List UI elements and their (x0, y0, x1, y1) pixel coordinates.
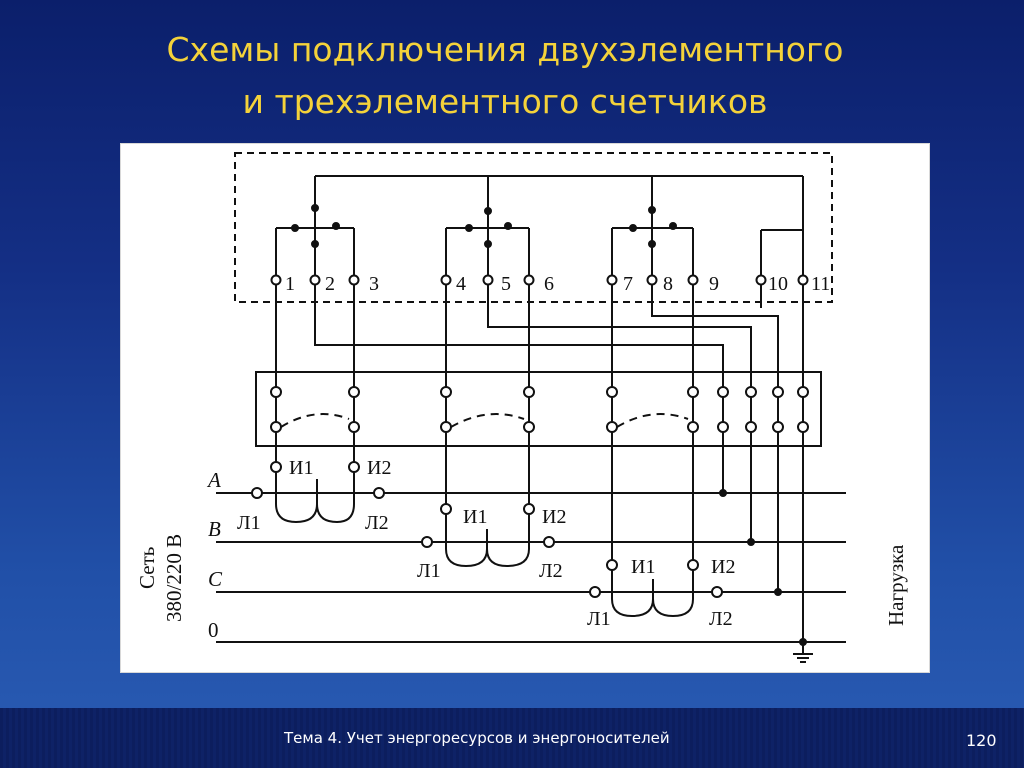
terminal-labels: 1 2 3 4 5 6 7 8 9 10 11 (285, 273, 830, 295)
terminal-7 (606, 274, 618, 286)
terminal-1 (270, 274, 282, 286)
terminal-11 (797, 274, 809, 286)
terminal-4 (440, 274, 452, 286)
ct2-secondary-in-label: И1 (463, 506, 487, 528)
side-labels: Сеть 380/220 В Нагрузка (135, 534, 908, 626)
phase-lines (216, 492, 846, 643)
network-label: Сеть (135, 547, 159, 589)
ct3-primary-out-label: Л2 (709, 608, 733, 630)
footer-bar (0, 708, 1024, 768)
phase-c-label: C (208, 567, 223, 591)
current-transformer-1 (251, 461, 385, 524)
ct-labels: И1 И2 Л1 Л2 И1 И2 Л1 Л2 И1 И2 Л1 Л2 (237, 457, 735, 630)
ct1-primary-out-label: Л2 (365, 512, 389, 534)
footer-topic: Тема 4. Учет энергоресурсов и энергоноси… (284, 729, 670, 747)
wiring-diagram: 1 2 3 4 5 6 7 8 9 10 11 (135, 152, 908, 663)
terminal-label: 4 (456, 273, 466, 295)
title-line-2: и трехэлементного счетчиков (242, 82, 768, 121)
neutral-label: 0 (208, 618, 219, 642)
terminal-5 (482, 274, 494, 286)
phase-a-label: A (206, 468, 221, 492)
terminal-label: 3 (369, 273, 379, 295)
terminal-10-bridge (760, 229, 803, 276)
phase-labels: A B C 0 (206, 468, 223, 642)
terminal-label: 6 (544, 273, 554, 295)
ct1-secondary-in-label: И1 (289, 457, 313, 479)
meter-element-1 (275, 222, 355, 276)
terminal-8 (646, 274, 658, 286)
phase-b-label: B (208, 517, 221, 541)
terminal-label: 10 (768, 273, 788, 295)
page-number: 120 (966, 731, 997, 750)
meter-element-3 (611, 222, 694, 276)
terminal-label: 2 (325, 273, 335, 295)
terminal-3 (348, 274, 360, 286)
current-transformer-3 (589, 559, 723, 618)
meter-wiring (275, 285, 804, 387)
terminal-10 (755, 274, 767, 286)
terminal-9 (687, 274, 699, 286)
meter-element-2 (445, 222, 530, 276)
load-label: Нагрузка (884, 544, 908, 626)
terminal-block (270, 274, 809, 286)
terminal-2 (309, 274, 321, 286)
terminal-label: 1 (285, 273, 295, 295)
current-transformer-2 (421, 503, 555, 568)
terminal-label: 5 (501, 273, 511, 295)
ct2-primary-in-label: Л1 (417, 560, 441, 582)
terminal-label: 8 (663, 273, 673, 295)
terminal-6 (523, 274, 535, 286)
ground-icon (793, 642, 813, 663)
wiring-diagram-panel: 1 2 3 4 5 6 7 8 9 10 11 (120, 143, 930, 673)
meter-outline (234, 152, 833, 303)
ct1-secondary-out-label: И2 (367, 457, 391, 479)
test-terminal-block (255, 371, 822, 447)
ct3-primary-in-label: Л1 (587, 608, 611, 630)
title-line-1: Схемы подключения двухэлементного (166, 30, 844, 69)
ct3-secondary-out-label: И2 (711, 556, 735, 578)
slide-title: Схемы подключения двухэлементного и трех… (0, 24, 1010, 128)
ct1-primary-in-label: Л1 (237, 512, 261, 534)
voltage-label: 380/220 В (162, 534, 186, 622)
ct2-secondary-out-label: И2 (542, 506, 566, 528)
ct2-primary-out-label: Л2 (539, 560, 563, 582)
terminal-label: 11 (811, 273, 830, 295)
voltage-bus (311, 175, 804, 280)
ct3-secondary-in-label: И1 (631, 556, 655, 578)
terminal-label: 9 (709, 273, 719, 295)
terminal-label: 7 (623, 273, 633, 295)
